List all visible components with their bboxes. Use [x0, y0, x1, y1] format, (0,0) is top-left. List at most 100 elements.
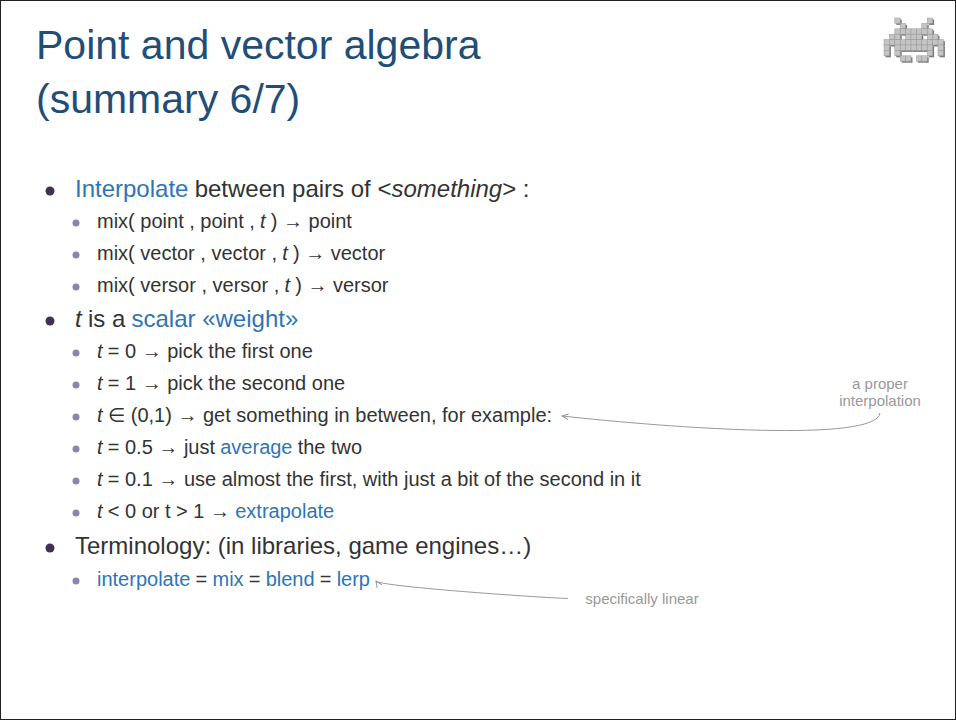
invader-pixel: [927, 18, 932, 23]
bullet-text: = 0.5 → just: [108, 436, 215, 458]
invader-pixel: [927, 34, 932, 39]
bullet-dot: [73, 382, 80, 389]
bullet-text: = 1 → pick the second one: [108, 372, 345, 394]
bullet-text: mix( versor , versor ,: [97, 274, 279, 296]
bullet-dot: [73, 510, 80, 517]
invader-pixel: [938, 45, 943, 50]
highlight-term: Interpolate: [75, 175, 188, 202]
bullet-text: is a: [88, 305, 125, 332]
variable-name: t: [260, 210, 266, 232]
variable-name: t: [282, 242, 288, 264]
invader-pixel: [895, 18, 900, 23]
invader-pixel: [906, 40, 911, 45]
variable-name: t: [97, 372, 103, 394]
bullet-dot: [73, 350, 80, 357]
invader-pixel: [884, 45, 889, 50]
leader-arrow: [562, 413, 880, 431]
invader-pixel: [889, 40, 894, 45]
invader-pixel: [911, 40, 916, 45]
highlight-term: mix: [212, 568, 243, 590]
highlight-term: scalar «weight»: [132, 305, 299, 332]
invader-pixel: [884, 40, 889, 45]
bullet-dot: [73, 414, 80, 421]
bullet-dot: [73, 578, 80, 585]
variable-name: t: [75, 305, 82, 332]
invader-pixel: [916, 45, 921, 50]
variable-name: t: [284, 274, 290, 296]
invader-pixel: [916, 34, 921, 39]
invader-pixel: [911, 45, 916, 50]
variable-name: something: [391, 175, 502, 202]
bullet-text: mix( vector , vector ,: [97, 242, 277, 264]
bullet-text: ∈ (0,1) → get something in between, for …: [108, 404, 552, 426]
bullet-line: t= 0 → pick the first one: [97, 339, 313, 363]
variable-name: t: [97, 500, 103, 522]
bullet-text: > :: [502, 175, 529, 202]
invader-pixel: [884, 50, 889, 55]
invader-pixel: [933, 34, 938, 39]
bullet-line: t< 0 or t > 1 →extrapolate: [97, 499, 334, 523]
invader-pixel: [916, 29, 921, 34]
invader-pixel: [900, 23, 905, 28]
invader-pixel: [922, 40, 927, 45]
bullet-line: t= 1 → pick the second one: [97, 371, 345, 395]
bullet-line: tis a scalar «weight»: [75, 305, 298, 333]
highlight-term: interpolate: [97, 568, 190, 590]
bullet-dot: [73, 284, 80, 291]
bullet-dot: [46, 544, 55, 553]
highlight-term: average: [220, 436, 292, 458]
invader-pixel: [895, 29, 900, 34]
bullet-text: =: [320, 568, 332, 590]
bullet-line: t∈ (0,1) → get something in between, for…: [97, 403, 552, 427]
bullet-line: mix( point , point ,t) → point: [97, 209, 352, 233]
bullet-dot: [73, 220, 80, 227]
invader-pixel: [922, 23, 927, 28]
invader-pixel: [906, 29, 911, 34]
invader-pixel: [927, 40, 932, 45]
invader-pixel: [911, 34, 916, 39]
invader-pixel: [906, 45, 911, 50]
invader-pixel: [927, 45, 932, 50]
annotation-note: specifically linear: [572, 590, 712, 607]
invader-pixel: [927, 29, 932, 34]
invader-pixel: [927, 50, 932, 55]
bullet-line: mix( vector , vector ,t) → vector: [97, 241, 385, 265]
variable-name: t: [97, 404, 103, 426]
highlight-term: blend: [266, 568, 315, 590]
bullet-line: t= 0.5 → justaverage the two: [97, 435, 362, 459]
invader-pixel: [938, 40, 943, 45]
invader-pixel: [938, 50, 943, 55]
bullet-text: =: [196, 568, 208, 590]
invader-pixel: [906, 34, 911, 39]
bullet-text: the two: [298, 436, 362, 458]
bullet-text: ) → point: [271, 210, 352, 232]
invader-pixel: [889, 34, 894, 39]
invader-pixel: [895, 40, 900, 45]
invader-pixel: [916, 56, 921, 61]
variable-name: t: [97, 468, 103, 490]
bullet-text: = 0.1 → use almost the first, with just …: [108, 468, 641, 490]
bullet-dot: [46, 187, 55, 196]
bullet-text: = 0 → pick the first one: [108, 340, 313, 362]
bullet-text: between pairs of <: [195, 175, 392, 202]
bullet-text: ) → vector: [293, 242, 385, 264]
bullet-dot: [73, 478, 80, 485]
bullet-text: ) → versor: [295, 274, 388, 296]
variable-name: t: [97, 436, 103, 458]
bullet-line: Interpolate between pairs of <something> …: [75, 175, 530, 203]
bullet-text: =: [249, 568, 261, 590]
bullet-line: interpolate=mix=blend=lerp: [97, 567, 370, 591]
slide-title: Point and vector algebra (summary 6/7): [36, 18, 636, 126]
invader-pixel: [900, 45, 905, 50]
invader-pixel: [900, 29, 905, 34]
invader-pixel: [895, 34, 900, 39]
highlight-term: lerp: [337, 568, 370, 590]
annotation-note: a proper interpolation: [820, 375, 940, 409]
bullet-text: Terminology: (in libraries, game engines…: [75, 532, 531, 559]
bullet-dot: [73, 446, 80, 453]
invader-pixel: [895, 45, 900, 50]
invader-pixel: [933, 40, 938, 45]
invader-pixel: [906, 56, 911, 61]
invader-pixel: [900, 40, 905, 45]
